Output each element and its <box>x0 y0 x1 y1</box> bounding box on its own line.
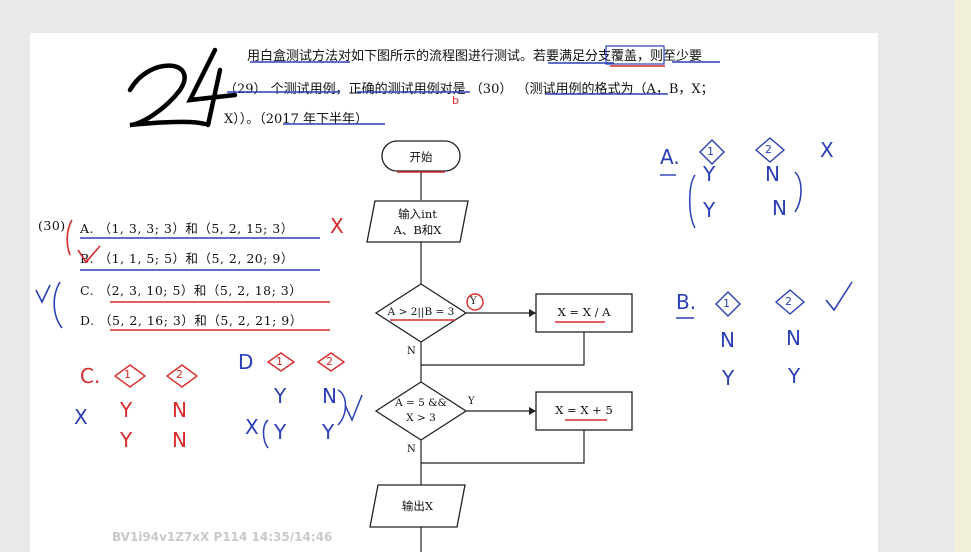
slide-page <box>30 33 878 552</box>
decision-2-label-1: A = 5 && <box>395 397 447 409</box>
d-x: X <box>245 415 259 439</box>
b-circle-1: 1 <box>723 297 730 310</box>
c-circle-2: 2 <box>176 368 183 381</box>
option-b: B. （1, 1, 5; 5）和（5, 2, 20; 9） <box>80 251 294 266</box>
d-circle-2: 2 <box>326 355 333 368</box>
d-col1-r1: Y <box>274 384 287 408</box>
c-col1-r1: Y <box>120 398 133 422</box>
c-label: C. <box>80 364 101 388</box>
c-col2-r2: N <box>172 428 187 452</box>
option-a: A. （1, 3, 3; 3）和（5, 2, 15; 3） <box>80 221 294 236</box>
question-line-1: 用白盒测试方法对如下图所示的流程图进行测试。若要满足分支覆盖，则至少要 <box>247 49 703 64</box>
ans-b-note: b <box>452 94 459 107</box>
options-prefix: (30) <box>38 218 66 233</box>
d-col2-r1: N <box>322 384 337 408</box>
branch-2-yes: Y <box>468 396 475 407</box>
output-label: 输出X <box>401 499 434 513</box>
a-col2-r2: N <box>772 196 787 220</box>
branch-1-yes: Y <box>470 296 477 307</box>
a-circle-2: 2 <box>765 143 772 156</box>
process-2-box <box>535 391 633 431</box>
b-col1-r1: N <box>720 328 735 352</box>
start-label: 开始 <box>409 150 433 164</box>
a-mark-x: X <box>820 138 834 162</box>
input-label-1: 输入int <box>398 207 437 221</box>
video-watermark: BV1i94v1Z7xX P114 14:35/14:46 <box>112 530 333 544</box>
input-label-2: A、B和X <box>393 223 442 237</box>
d-col1-r2: Y <box>274 420 287 444</box>
option-d: D. （5, 2, 16; 3）和（5, 2, 21; 9） <box>80 313 303 328</box>
output-parallelogram <box>369 484 466 528</box>
right-scroll-strip <box>955 0 971 552</box>
c-x: X <box>74 405 88 429</box>
process-1-box <box>535 293 633 333</box>
d-col2-r2: Y <box>322 420 335 444</box>
a-label: A. <box>660 145 680 169</box>
c-col2-r1: N <box>172 398 187 422</box>
input-parallelogram <box>366 200 469 243</box>
decision-2-label-2: X > 3 <box>406 412 436 424</box>
c-col1-r2: Y <box>120 428 133 452</box>
b-col2-r2: Y <box>788 364 801 388</box>
c-circle-1: 1 <box>124 368 131 381</box>
mark-x-option-a: X <box>330 214 344 238</box>
branch-1-no: N <box>407 346 416 357</box>
b-circle-2: 2 <box>785 295 792 308</box>
a-col1-r2: Y <box>703 198 716 222</box>
d-circle-1: 1 <box>276 355 283 368</box>
process-2-label: X = X + 5 <box>555 403 613 417</box>
a-col2-r1: N <box>765 162 780 186</box>
process-1-label: X = X / A <box>557 305 611 319</box>
b-col1-r2: Y <box>722 366 735 390</box>
a-circle-1: 1 <box>707 145 714 158</box>
d-label: D <box>238 350 254 374</box>
top-bar <box>0 0 971 8</box>
option-c: C. （2, 3, 10; 5）和（5, 2, 18; 3） <box>80 283 303 298</box>
b-label: B. <box>676 290 697 314</box>
a-col1-r1: Y <box>703 162 716 186</box>
b-col2-r1: N <box>786 326 801 350</box>
decision-1-label: A > 2||B = 3 <box>387 306 455 318</box>
decision-2-diamond <box>374 381 468 441</box>
branch-2-no: N <box>407 444 416 455</box>
